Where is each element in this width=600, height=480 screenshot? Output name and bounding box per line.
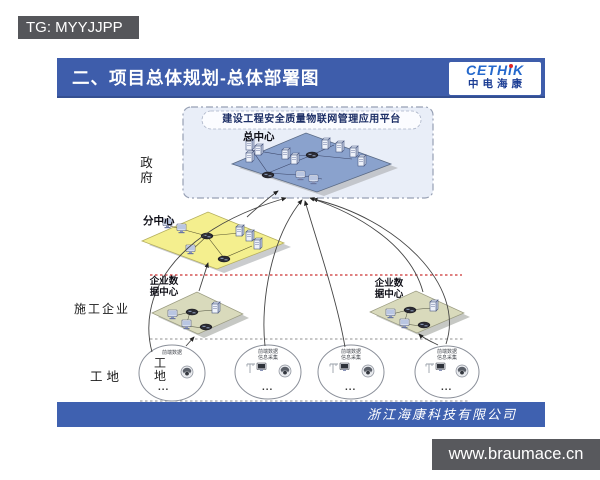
link-dcleft-subcenter: [198, 262, 209, 292]
site-ellipse-3: [317, 344, 385, 400]
logo-brand-text: CETHiK: [465, 62, 525, 78]
server-icon: [349, 145, 359, 158]
site2-tag-line1: 前端数据: [257, 349, 278, 355]
cethik-logo: CETHiK 中电海康: [449, 62, 541, 95]
link-dcright-maincenter: [309, 197, 424, 293]
site1-tag: 前端数据: [161, 350, 182, 356]
enterprise-dc-left-label-line1: 企业数: [149, 277, 179, 287]
zone-label-construction-enterprise: 施工企业: [74, 302, 131, 316]
site1-ellipsis: ...: [158, 382, 170, 393]
link-site1-dcleft: [185, 336, 195, 347]
watermark-badge: www.braumace.cn: [432, 439, 600, 470]
link-site3-maincenter: [304, 200, 346, 348]
link-site2-maincenter: [263, 199, 303, 347]
site4-tag-line1: 前端数据: [436, 349, 457, 355]
server-icon: [245, 229, 255, 242]
server-icon: [211, 301, 221, 314]
server-icon: [245, 150, 255, 163]
server-icon: [281, 147, 291, 160]
site1-big-line2: 地: [153, 369, 166, 383]
site2-tag-line2: 信息采集: [257, 355, 278, 361]
enterprise-dc-right-label: 企业数 据中心: [367, 279, 411, 301]
enterprise-dc-right-label-line1: 企业数: [374, 279, 404, 289]
link-subcenter-maincenter: [246, 190, 279, 218]
platform-banner-pill: [201, 110, 422, 130]
network-links: [148, 190, 450, 353]
slide-footer-bar: 浙江海康科技有限公司: [57, 402, 545, 427]
site3-tag-line1: 前端数据: [340, 349, 361, 355]
site2-ellipsis: ...: [262, 382, 274, 393]
platform-banner-label: 建设工程安全质量物联网管理应用平台: [222, 114, 401, 125]
enterprise-dc-left-platform: [151, 291, 249, 338]
router-icon: [403, 306, 417, 314]
site4-tag: 前端数据 信息采集: [425, 349, 469, 361]
link-site1-maincenter: [148, 197, 287, 353]
router-icon: [217, 255, 231, 263]
zone-label-government: 政府: [140, 156, 153, 185]
server-icon: [335, 140, 345, 153]
slide-title-bar: 二、项目总体规划-总体部署图 CETHiK 中电海康: [57, 58, 545, 98]
router-icon: [185, 308, 199, 316]
enterprise-dc-left-label-line2: 据中心: [149, 288, 179, 298]
server-icon: [290, 152, 300, 165]
logo-company-text: 中电海康: [468, 78, 526, 90]
tg-badge: TG: MYYJJPP: [18, 16, 139, 39]
site1-big-line1: 工: [153, 356, 166, 370]
enterprise-dc-right-label-line2: 据中心: [374, 290, 404, 300]
slide-title: 二、项目总体规划-总体部署图: [72, 68, 320, 88]
sub-center-platform: [140, 211, 291, 273]
site-ellipse-2: [234, 344, 302, 400]
server-icon: [235, 224, 245, 237]
server-icon: [254, 143, 264, 156]
router-icon: [199, 323, 213, 331]
dome-camera-icon: [180, 365, 194, 379]
router-icon: [417, 321, 431, 329]
link-site4-maincenter: [312, 197, 450, 345]
link-site4-dcright: [418, 333, 439, 346]
server-icon: [429, 299, 439, 312]
site3-tag: 前端数据 信息采集: [329, 349, 373, 361]
site4-ellipsis: ...: [441, 382, 453, 393]
router-icon: [261, 171, 275, 179]
site3-tag-line2: 信息采集: [340, 355, 361, 361]
site4-tag-line2: 信息采集: [436, 355, 457, 361]
site-ellipse-1: [138, 344, 206, 402]
router-icon: [305, 151, 319, 159]
site2-tag: 前端数据 信息采集: [246, 349, 290, 361]
server-icon: [357, 154, 367, 167]
sub-center-label: 分中心: [143, 216, 175, 227]
site1-big-label: 工 地: [152, 357, 168, 383]
site3-ellipsis: ...: [345, 382, 357, 393]
site-ellipse-4: [414, 345, 480, 399]
zone-label-site: 工地: [90, 370, 124, 384]
enterprise-dc-right-platform: [369, 290, 470, 337]
enterprise-dc-left-label: 企业数 据中心: [142, 277, 186, 299]
logo-red-dot-icon: [509, 64, 513, 68]
footer-company-name: 浙江海康科技有限公司: [366, 407, 517, 422]
server-icon: [253, 237, 263, 250]
server-icon: [321, 137, 331, 150]
main-center-label: 总中心: [243, 132, 275, 143]
main-center-platform: [230, 132, 398, 196]
